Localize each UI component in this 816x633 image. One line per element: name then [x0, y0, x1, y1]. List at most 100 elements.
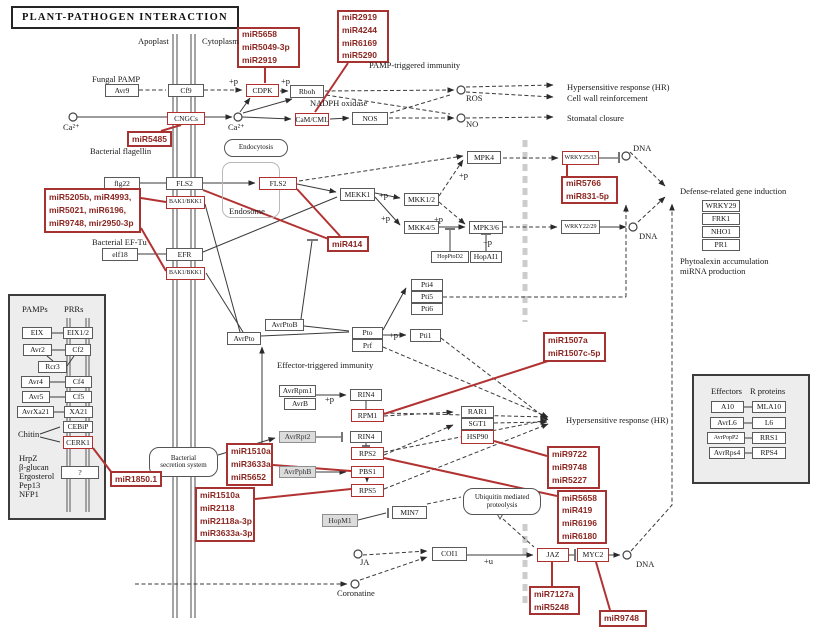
node-rps2[interactable]: RPS2: [351, 447, 384, 460]
node-cebip[interactable]: CEBiP: [63, 421, 93, 433]
node-pti4[interactable]: Pti4: [411, 279, 443, 291]
edge-d-75: [383, 423, 549, 490]
node-hopm1[interactable]: HopM1: [322, 514, 358, 527]
mirbox-pbs1-line: miR3633a: [231, 459, 271, 470]
node-mkk4-5[interactable]: MKK4/5: [404, 221, 439, 234]
node-avrrps4[interactable]: AvrRps4: [709, 447, 745, 459]
node-endocytosis[interactable]: Endocytosis: [224, 139, 288, 157]
node-avr4[interactable]: Avr4: [21, 376, 50, 388]
label-phytoalexin: Phytoalexin accumulation: [680, 256, 769, 266]
node-eix1-2[interactable]: EIX1/2: [63, 327, 93, 339]
edge-s-22: [241, 115, 292, 122]
node-cf9[interactable]: Cf9: [168, 84, 204, 97]
node-eix[interactable]: EIX: [22, 327, 52, 339]
node-wrky22-29[interactable]: WRKY22/29: [561, 220, 600, 234]
node-avrpto[interactable]: AvrPto: [227, 332, 261, 345]
node-avr9[interactable]: Avr9: [105, 84, 139, 97]
node-xa21[interactable]: XA21: [64, 406, 93, 418]
node-jaz[interactable]: JAZ: [537, 548, 569, 562]
node-cf2[interactable]: Cf2: [65, 344, 91, 356]
edge-s-91: [66, 355, 75, 367]
dna-node-3: [622, 550, 632, 560]
node-avrb[interactable]: AvrB: [284, 398, 316, 410]
node-efr[interactable]: EFR: [166, 248, 203, 261]
node-cdpk[interactable]: CDPK: [246, 84, 279, 97]
node-l6[interactable]: L6: [752, 417, 786, 429]
node-wrky25-33[interactable]: WRKY25/33: [562, 151, 599, 165]
node-rin4-b[interactable]: RIN4: [350, 431, 382, 443]
node-myc2[interactable]: MYC2: [577, 548, 609, 562]
node-avrpopp2[interactable]: AvrPopP2: [707, 432, 745, 444]
node-sgt1[interactable]: SGT1: [461, 418, 494, 430]
node-rps5[interactable]: RPS5: [351, 484, 384, 497]
node-hsp90[interactable]: HSP90: [461, 430, 494, 444]
node-cf4[interactable]: Cf4: [65, 376, 92, 388]
mirbox-rpm1-line: miR1507a: [548, 335, 588, 346]
node-avrrpt2[interactable]: AvrRpt2: [279, 431, 316, 443]
node-fls2-endosome[interactable]: FLS2: [259, 177, 297, 190]
edge-s-23: [329, 115, 350, 122]
node-pto[interactable]: Pto: [352, 327, 383, 339]
mirbox-pbs1-line: miR1510a: [231, 446, 271, 457]
node-rrs1[interactable]: RRS1: [752, 432, 786, 444]
node-mekk1[interactable]: MEKK1: [340, 188, 375, 201]
node-mpk3-6[interactable]: MPK3/6: [469, 221, 503, 234]
node-endosome: [222, 162, 280, 218]
node-mla10[interactable]: MLA10: [752, 401, 786, 413]
node-fls2-membrane[interactable]: FLS2: [166, 177, 203, 190]
node-avr2[interactable]: Avr2: [23, 344, 52, 356]
node-cerk1[interactable]: CERK1: [63, 436, 93, 449]
node-rar1[interactable]: RAR1: [461, 406, 494, 418]
node-coi1[interactable]: COI1: [432, 547, 467, 561]
node-avrptob[interactable]: AvrPtoB: [265, 319, 304, 331]
node-bak1-bkk1-b[interactable]: BAK1/BKK1: [166, 267, 205, 280]
node-rcr3[interactable]: Rcr3: [38, 361, 67, 373]
label-effectors-header: Effectors: [711, 386, 742, 396]
label-plus-p-2: +p: [281, 76, 291, 86]
mirbox-myc2-line: miR9748: [604, 613, 639, 624]
node-avrxa21[interactable]: AvrXa21: [17, 406, 54, 418]
node-wrky29[interactable]: WRKY29: [702, 200, 740, 212]
node-hopai1[interactable]: HopAI1: [470, 251, 502, 263]
node-mkk1-2[interactable]: MKK1/2: [404, 193, 439, 206]
node-nos[interactable]: NOS: [352, 112, 388, 125]
node-pti6[interactable]: Pti6: [411, 303, 443, 315]
node-pr1[interactable]: PR1: [702, 239, 740, 251]
node-bak1-bkk1-a[interactable]: BAK1/BKK1: [166, 196, 205, 209]
node-prf[interactable]: Prf: [352, 339, 383, 352]
label-hrpz: HrpZ: [19, 453, 38, 463]
node-cf5[interactable]: Cf5: [65, 391, 92, 403]
node-camcml[interactable]: CaM/CML: [295, 113, 329, 126]
mirbox-hsp90-line: miR9722: [552, 449, 587, 460]
mirbox-bak1-line: miR5205b, miR4993,: [49, 192, 132, 203]
node-mpk4[interactable]: MPK4: [467, 151, 501, 164]
mirbox-bak1-line: miR5021, miR6196,: [49, 205, 127, 216]
node-rin4-a[interactable]: RIN4: [350, 389, 382, 401]
node-nho1[interactable]: NHO1: [702, 226, 740, 238]
mirbox-rps5-line: miR1510a: [200, 490, 240, 500]
node-rps4[interactable]: RPS4: [752, 447, 786, 459]
node-unknown-receptor[interactable]: ?: [61, 466, 99, 479]
node-frk1[interactable]: FRK1: [702, 213, 740, 225]
node-pbs1[interactable]: PBS1: [351, 466, 384, 478]
dna-node-1: [621, 151, 631, 161]
mirbox-cerk1-line: miR1850.1: [115, 473, 158, 484]
node-avrpphb[interactable]: AvrPphB: [279, 466, 316, 478]
node-avrrpm1[interactable]: AvrRpm1: [279, 385, 316, 397]
node-rpm1[interactable]: RPM1: [351, 409, 384, 422]
node-min7[interactable]: MIN7: [392, 506, 427, 519]
node-hopptod2[interactable]: HopPtoD2: [431, 251, 469, 263]
node-avrl6[interactable]: AvrL6: [710, 417, 744, 429]
edge-d-43: [637, 196, 666, 223]
node-rboh[interactable]: Rboh: [290, 85, 324, 98]
node-a10[interactable]: A10: [711, 401, 744, 413]
edge-r-116: [92, 447, 113, 474]
node-pti5[interactable]: Pti5: [411, 291, 443, 303]
node-pti1[interactable]: Pti1: [410, 329, 441, 342]
node-elf18[interactable]: elf18: [102, 248, 138, 261]
node-cngcs[interactable]: CNGCs: [167, 112, 205, 125]
edge-r-115: [595, 561, 611, 611]
node-avr5[interactable]: Avr5: [22, 391, 50, 403]
